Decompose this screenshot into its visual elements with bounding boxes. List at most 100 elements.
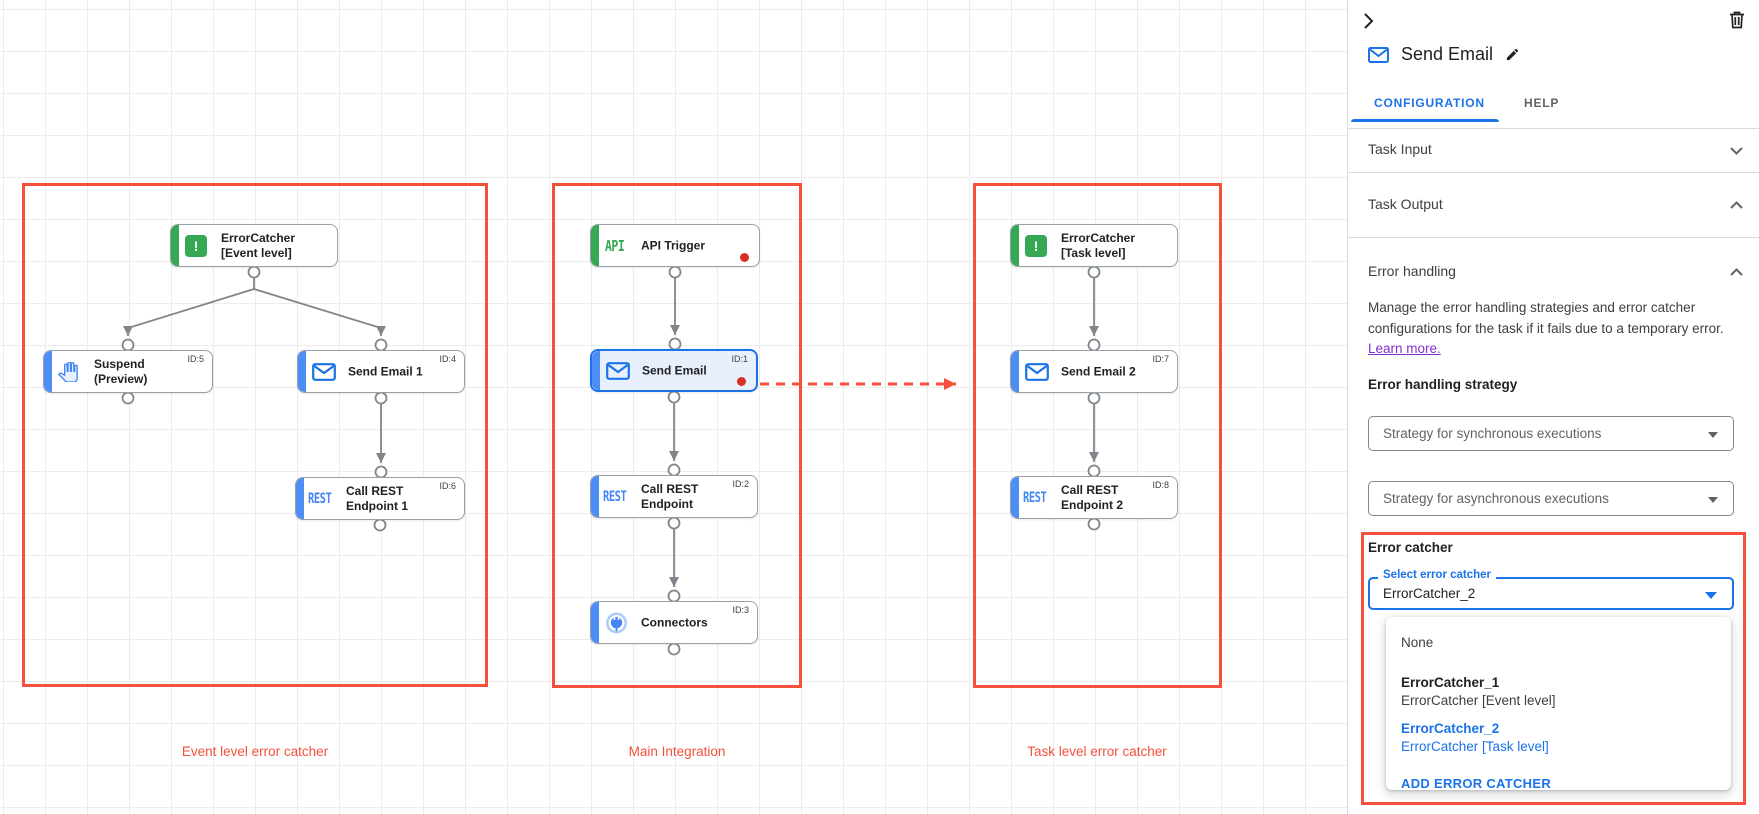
accent-bar [591,476,599,517]
node-id-badge: ID:6 [439,481,456,491]
error-dot-icon [737,377,746,386]
send-email-node[interactable]: Send Email ID:1 [590,349,758,392]
learn-more-link[interactable]: Learn more. [1368,341,1441,356]
tab-help[interactable]: HELP [1524,96,1560,110]
panel-title: Send Email [1401,44,1494,64]
selected-error-catcher-value: ErrorCatcher_2 [1383,586,1476,601]
accent-bar [592,351,600,390]
rest-icon: REST [1023,489,1047,506]
api-trigger-node[interactable]: API API Trigger [590,224,760,267]
async-strategy-dropdown[interactable]: Strategy for asynchronous executions [1368,481,1734,516]
trash-icon [1730,11,1744,29]
error-handling-description: Manage the error handling strategies and… [1368,300,1724,336]
edges-layer [121,265,1101,656]
accent-bar [44,351,52,392]
node-id-badge: ID:4 [439,354,456,364]
node-label: ErrorCatcher [Task level] [1061,230,1136,260]
email-task-icon [1368,46,1389,63]
email-icon [312,362,336,381]
active-tab-indicator [1351,119,1499,122]
divider [1348,237,1759,238]
node-id-badge: ID:3 [732,605,749,615]
node-label: Suspend (Preview) [94,356,148,386]
accent-bar [296,478,304,519]
email-icon [1025,362,1049,381]
node-label: Call REST Endpoint 2 [1061,482,1123,512]
error-catcher-label: Error catcher [1368,540,1453,555]
task-details-panel: Send Email CONFIGURATION HELP Task Input… [1347,0,1759,814]
node-id-badge: ID:5 [187,354,204,364]
sync-strategy-value: Strategy for synchronous executions [1383,426,1602,441]
tab-configuration[interactable]: CONFIGURATION [1374,96,1485,110]
connectors-icon [606,612,627,633]
node-label: Send Email [642,363,707,377]
main-integration-caption: Main Integration [628,744,726,759]
hand-icon [58,361,78,382]
divider [1348,172,1759,173]
error-catcher-icon: ! [185,234,207,257]
dropdown-caret-icon [1708,496,1718,503]
main-integration-annotation-box [552,183,802,688]
email-icon [606,361,630,380]
node-label: Connectors [641,615,708,629]
task-level-error-catcher-annotation-box [973,183,1222,688]
error-catcher-icon: ! [1025,234,1047,257]
accent-bar [1011,225,1019,266]
task-input-section[interactable]: Task Input [1368,141,1432,157]
node-label: Send Email 2 [1061,364,1136,378]
collapse-panel-button[interactable] [1360,12,1376,33]
rest-icon: REST [308,490,332,507]
divider [1348,128,1759,129]
send-email-2-node[interactable]: Send Email 2 ID:7 [1010,350,1178,393]
chevron-down-icon[interactable] [1730,147,1743,155]
node-label: API Trigger [641,238,706,252]
add-error-catcher-button[interactable]: ADD ERROR CATCHER [1401,776,1552,790]
call-rest-endpoint-node[interactable]: REST Call REST Endpoint ID:2 [590,475,758,518]
sync-strategy-dropdown[interactable]: Strategy for synchronous executions [1368,416,1734,451]
error-catcher-task-node[interactable]: ! ErrorCatcher [Task level] [1010,224,1178,267]
task-output-section[interactable]: Task Output [1368,196,1443,212]
error-catcher-event-node[interactable]: ! ErrorCatcher [Event level] [170,224,338,267]
node-label: Send Email 1 [348,364,423,378]
menu-item-none[interactable]: None [1401,635,1434,650]
accent-bar [591,602,599,643]
chevron-up-icon[interactable] [1730,268,1743,276]
chevron-right-icon [1364,13,1374,29]
suspend-node[interactable]: Suspend (Preview) ID:5 [43,350,213,393]
node-id-badge: ID:1 [731,354,748,364]
async-strategy-value: Strategy for asynchronous executions [1383,491,1609,506]
dropdown-caret-icon [1708,431,1718,438]
panel-header: Send Email [1368,44,1520,65]
node-label: Call REST Endpoint [641,481,699,511]
error-handling-section[interactable]: Error handling [1368,263,1456,279]
send-email-1-node[interactable]: Send Email 1 ID:4 [297,350,465,393]
edit-pencil-icon[interactable] [1505,47,1520,62]
rest-icon: REST [603,488,627,505]
accent-bar [298,351,306,392]
call-rest-endpoint-2-node[interactable]: REST Call REST Endpoint 2 ID:8 [1010,476,1178,519]
connectors-node[interactable]: Connectors ID:3 [590,601,758,644]
node-id-badge: ID:2 [732,479,749,489]
dropdown-caret-icon [1705,591,1717,599]
node-id-badge: ID:8 [1152,480,1169,490]
accent-bar [1011,351,1019,392]
select-error-catcher-floating-label: Select error catcher [1378,569,1497,581]
select-error-catcher-dropdown[interactable]: ErrorCatcher_2 [1368,577,1734,610]
node-id-badge: ID:7 [1152,354,1169,364]
strategy-label: Error handling strategy [1368,377,1518,392]
error-dot-icon [740,253,749,262]
node-label: ErrorCatcher [Event level] [221,230,296,260]
event-level-error-catcher-annotation-box [22,183,488,687]
api-icon: API [605,236,625,255]
delete-task-button[interactable] [1729,11,1745,32]
task-level-error-catcher-caption: Task level error catcher [1027,744,1167,759]
accent-bar [1011,477,1019,518]
accent-bar [591,225,599,266]
chevron-up-icon[interactable] [1730,201,1743,209]
